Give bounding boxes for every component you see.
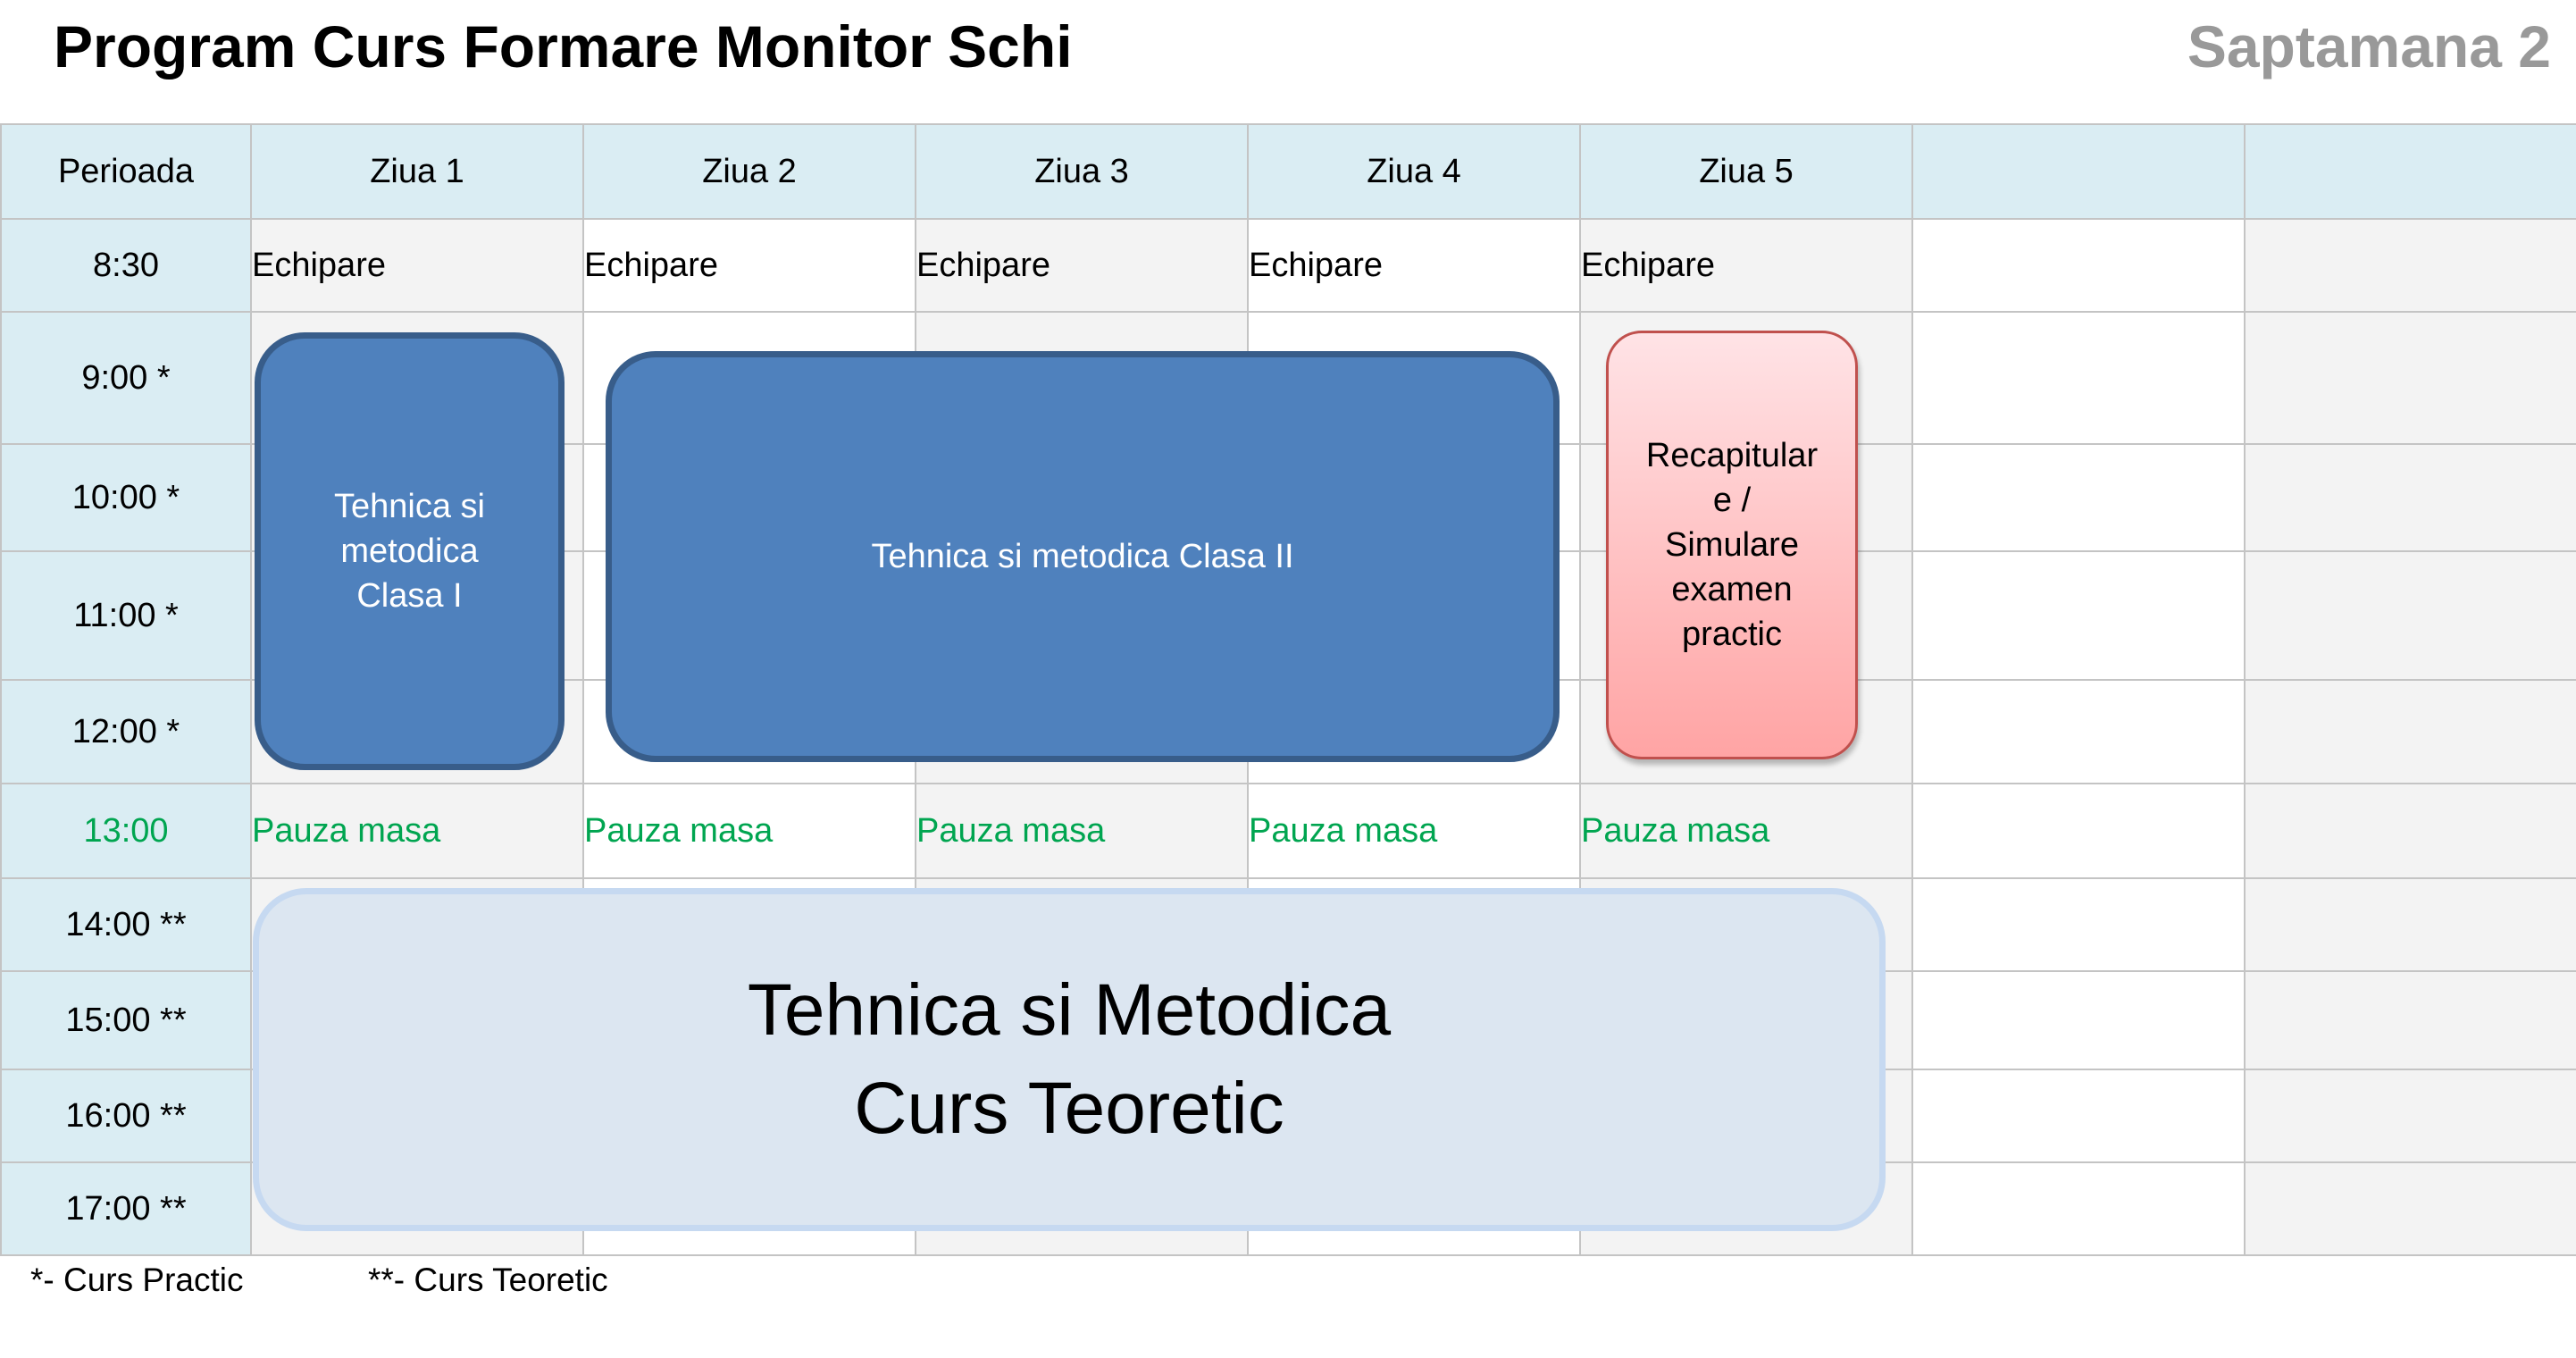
break-cell: Pauza masa — [1247, 783, 1581, 879]
echipare-cell: Echipare — [1579, 218, 1913, 313]
period-cell: 15:00 ** — [0, 970, 252, 1070]
empty-cell — [2244, 550, 2576, 681]
empty-cell — [2244, 1069, 2576, 1163]
echipare-cell: Echipare — [1247, 218, 1581, 313]
empty-cell — [1911, 1069, 2246, 1163]
empty-cell — [1911, 311, 2246, 445]
period-cell: 8:30 — [0, 218, 252, 313]
period-cell: 11:00 * — [0, 550, 252, 681]
empty-cell — [2244, 1161, 2576, 1256]
empty-cell — [2244, 783, 2576, 879]
break-cell: Pauza masa — [915, 783, 1249, 879]
col-header-perioada: Perioada — [0, 123, 252, 220]
block-clasa-1: Tehnica si metodica Clasa I — [255, 332, 565, 770]
echipare-cell: Echipare — [250, 218, 584, 313]
period-cell: 13:00 — [0, 783, 252, 879]
empty-cell — [1911, 877, 2246, 972]
empty-cell — [1911, 443, 2246, 552]
empty-cell — [2244, 311, 2576, 445]
echipare-cell: Echipare — [582, 218, 916, 313]
empty-cell — [2244, 218, 2576, 313]
empty-cell — [2244, 970, 2576, 1070]
break-cell: Pauza masa — [250, 783, 584, 879]
col-header-ziua-2: Ziua 2 — [582, 123, 916, 220]
empty-cell — [1911, 550, 2246, 681]
empty-cell — [2244, 679, 2576, 784]
row-1300: 13:00 Pauza masa Pauza masa Pauza masa P… — [0, 783, 2576, 879]
echipare-cell: Echipare — [915, 218, 1249, 313]
empty-cell — [1911, 783, 2246, 879]
empty-cell — [1911, 970, 2246, 1070]
period-cell: 16:00 ** — [0, 1069, 252, 1163]
period-cell: 10:00 * — [0, 443, 252, 552]
col-header-extra-2 — [2244, 123, 2576, 220]
week-label: Saptamana 2 — [2187, 13, 2551, 80]
header-row: Perioada Ziua 1 Ziua 2 Ziua 3 Ziua 4 Ziu… — [0, 123, 2576, 220]
break-cell: Pauza masa — [582, 783, 916, 879]
legend-teoretic: **- Curs Teoretic — [368, 1262, 608, 1298]
period-cell: 9:00 * — [0, 311, 252, 445]
row-830: 8:30 Echipare Echipare Echipare Echipare… — [0, 218, 2576, 313]
empty-cell — [2244, 443, 2576, 552]
col-header-extra-1 — [1911, 123, 2246, 220]
empty-cell — [1911, 1161, 2246, 1256]
legend-practic: *- Curs Practic — [30, 1262, 244, 1298]
col-header-ziua-3: Ziua 3 — [915, 123, 1249, 220]
col-header-ziua-4: Ziua 4 — [1247, 123, 1581, 220]
block-curs-teoretic: Tehnica si Metodica Curs Teoretic — [253, 888, 1886, 1231]
period-cell: 14:00 ** — [0, 877, 252, 972]
empty-cell — [1911, 218, 2246, 313]
col-header-ziua-5: Ziua 5 — [1579, 123, 1913, 220]
period-cell: 12:00 * — [0, 679, 252, 784]
col-header-ziua-1: Ziua 1 — [250, 123, 584, 220]
page-title: Program Curs Formare Monitor Schi — [54, 13, 1073, 80]
period-cell: 17:00 ** — [0, 1161, 252, 1256]
break-cell: Pauza masa — [1579, 783, 1913, 879]
block-recapitulare: Recapitular e / Simulare examen practic — [1606, 331, 1858, 759]
empty-cell — [1911, 679, 2246, 784]
empty-cell — [2244, 877, 2576, 972]
block-clasa-2: Tehnica si metodica Clasa II — [606, 351, 1560, 762]
